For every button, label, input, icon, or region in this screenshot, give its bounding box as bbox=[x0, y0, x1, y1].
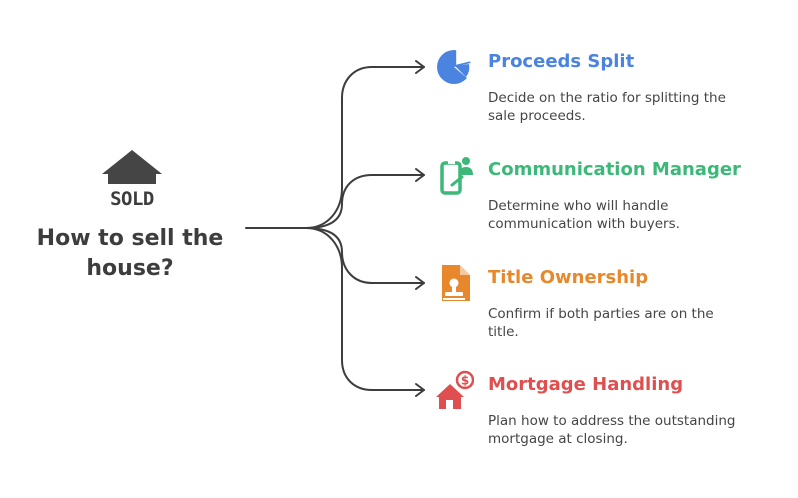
branch-description: Confirm if both parties are on the title… bbox=[488, 305, 788, 341]
sold-house-icon bbox=[102, 150, 162, 184]
root-title-line-1: How to sell the bbox=[36, 226, 224, 251]
branch-title: Mortgage Handling bbox=[488, 374, 684, 395]
description-line: Decide on the ratio for splitting the bbox=[488, 90, 726, 106]
branch-title: Title Ownership bbox=[488, 267, 649, 288]
phone-person-icon bbox=[440, 157, 473, 195]
arrowhead-communication-manager bbox=[415, 168, 425, 182]
svg-text:$: $ bbox=[461, 374, 469, 388]
description-line: communication with buyers. bbox=[488, 216, 680, 232]
sold-label: SOLD bbox=[110, 188, 154, 210]
connector-communication-manager bbox=[305, 174, 425, 229]
arrowhead-proceeds-split bbox=[415, 60, 425, 74]
description-line: Plan how to address the outstanding bbox=[488, 413, 736, 429]
branch-description: Plan how to address the outstanding mort… bbox=[488, 412, 788, 448]
arrowhead-mortgage-handling bbox=[415, 383, 425, 397]
pie-chart-icon bbox=[437, 47, 473, 84]
root-title-line-2: house? bbox=[86, 256, 174, 281]
document-stamp-icon bbox=[442, 265, 470, 301]
branch-title: Communication Manager bbox=[488, 159, 741, 180]
connector-title-ownership bbox=[305, 227, 425, 284]
connector-mortgage-handling bbox=[305, 227, 425, 391]
description-line: Determine who will handle bbox=[488, 198, 669, 214]
root-title: How to sell the house? bbox=[14, 224, 246, 284]
description-line: Confirm if both parties are on the bbox=[488, 306, 714, 322]
arrowhead-title-ownership bbox=[415, 276, 425, 290]
description-line: mortgage at closing. bbox=[488, 431, 628, 447]
description-line: title. bbox=[488, 324, 519, 340]
description-line: sale proceeds. bbox=[488, 108, 586, 124]
branch-title: Proceeds Split bbox=[488, 51, 635, 72]
house-dollar-icon: $ bbox=[436, 370, 474, 409]
connector-proceeds-split bbox=[305, 66, 425, 229]
branch-description: Decide on the ratio for splitting the sa… bbox=[488, 89, 788, 125]
branch-description: Determine who will handle communication … bbox=[488, 197, 788, 233]
